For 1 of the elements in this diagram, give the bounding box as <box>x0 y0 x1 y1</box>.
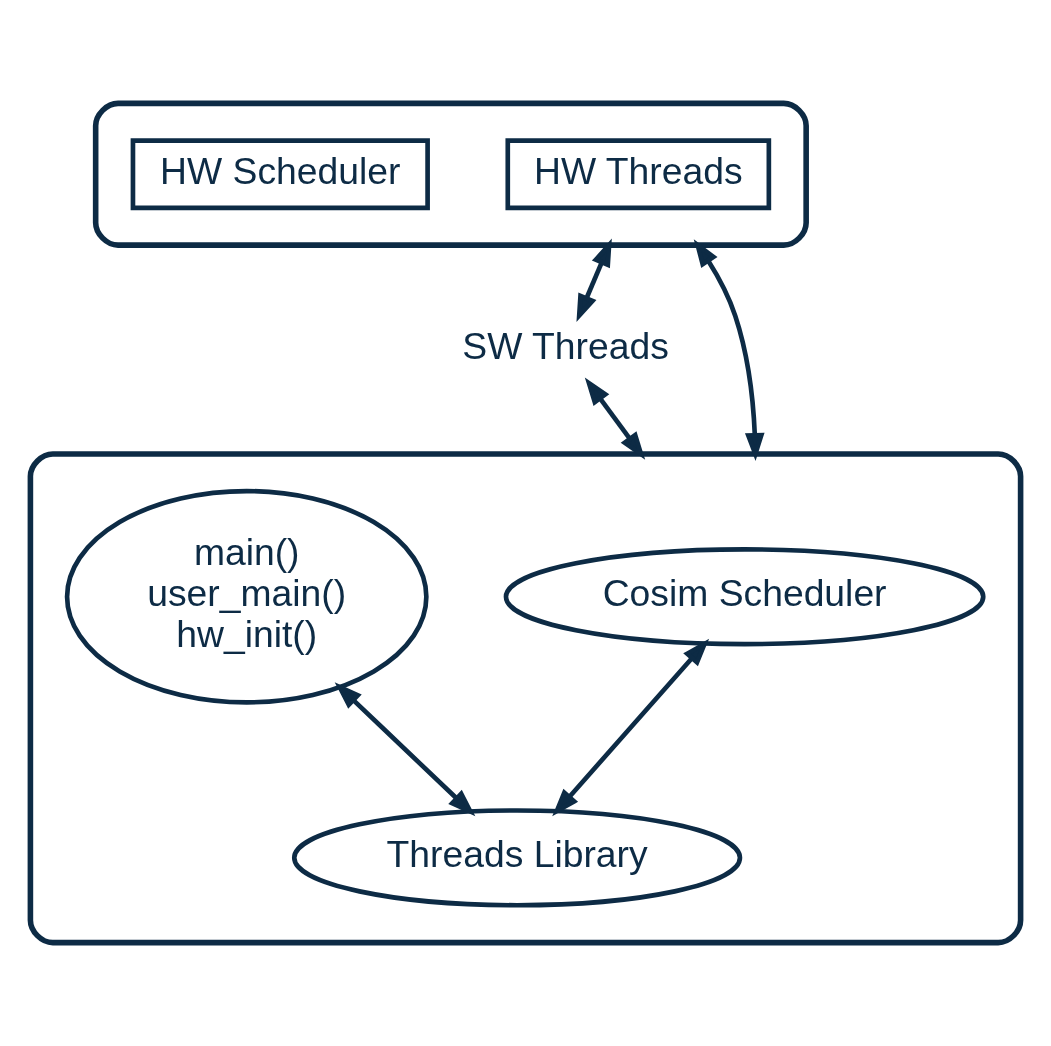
node-text: SW Threads <box>462 324 669 367</box>
